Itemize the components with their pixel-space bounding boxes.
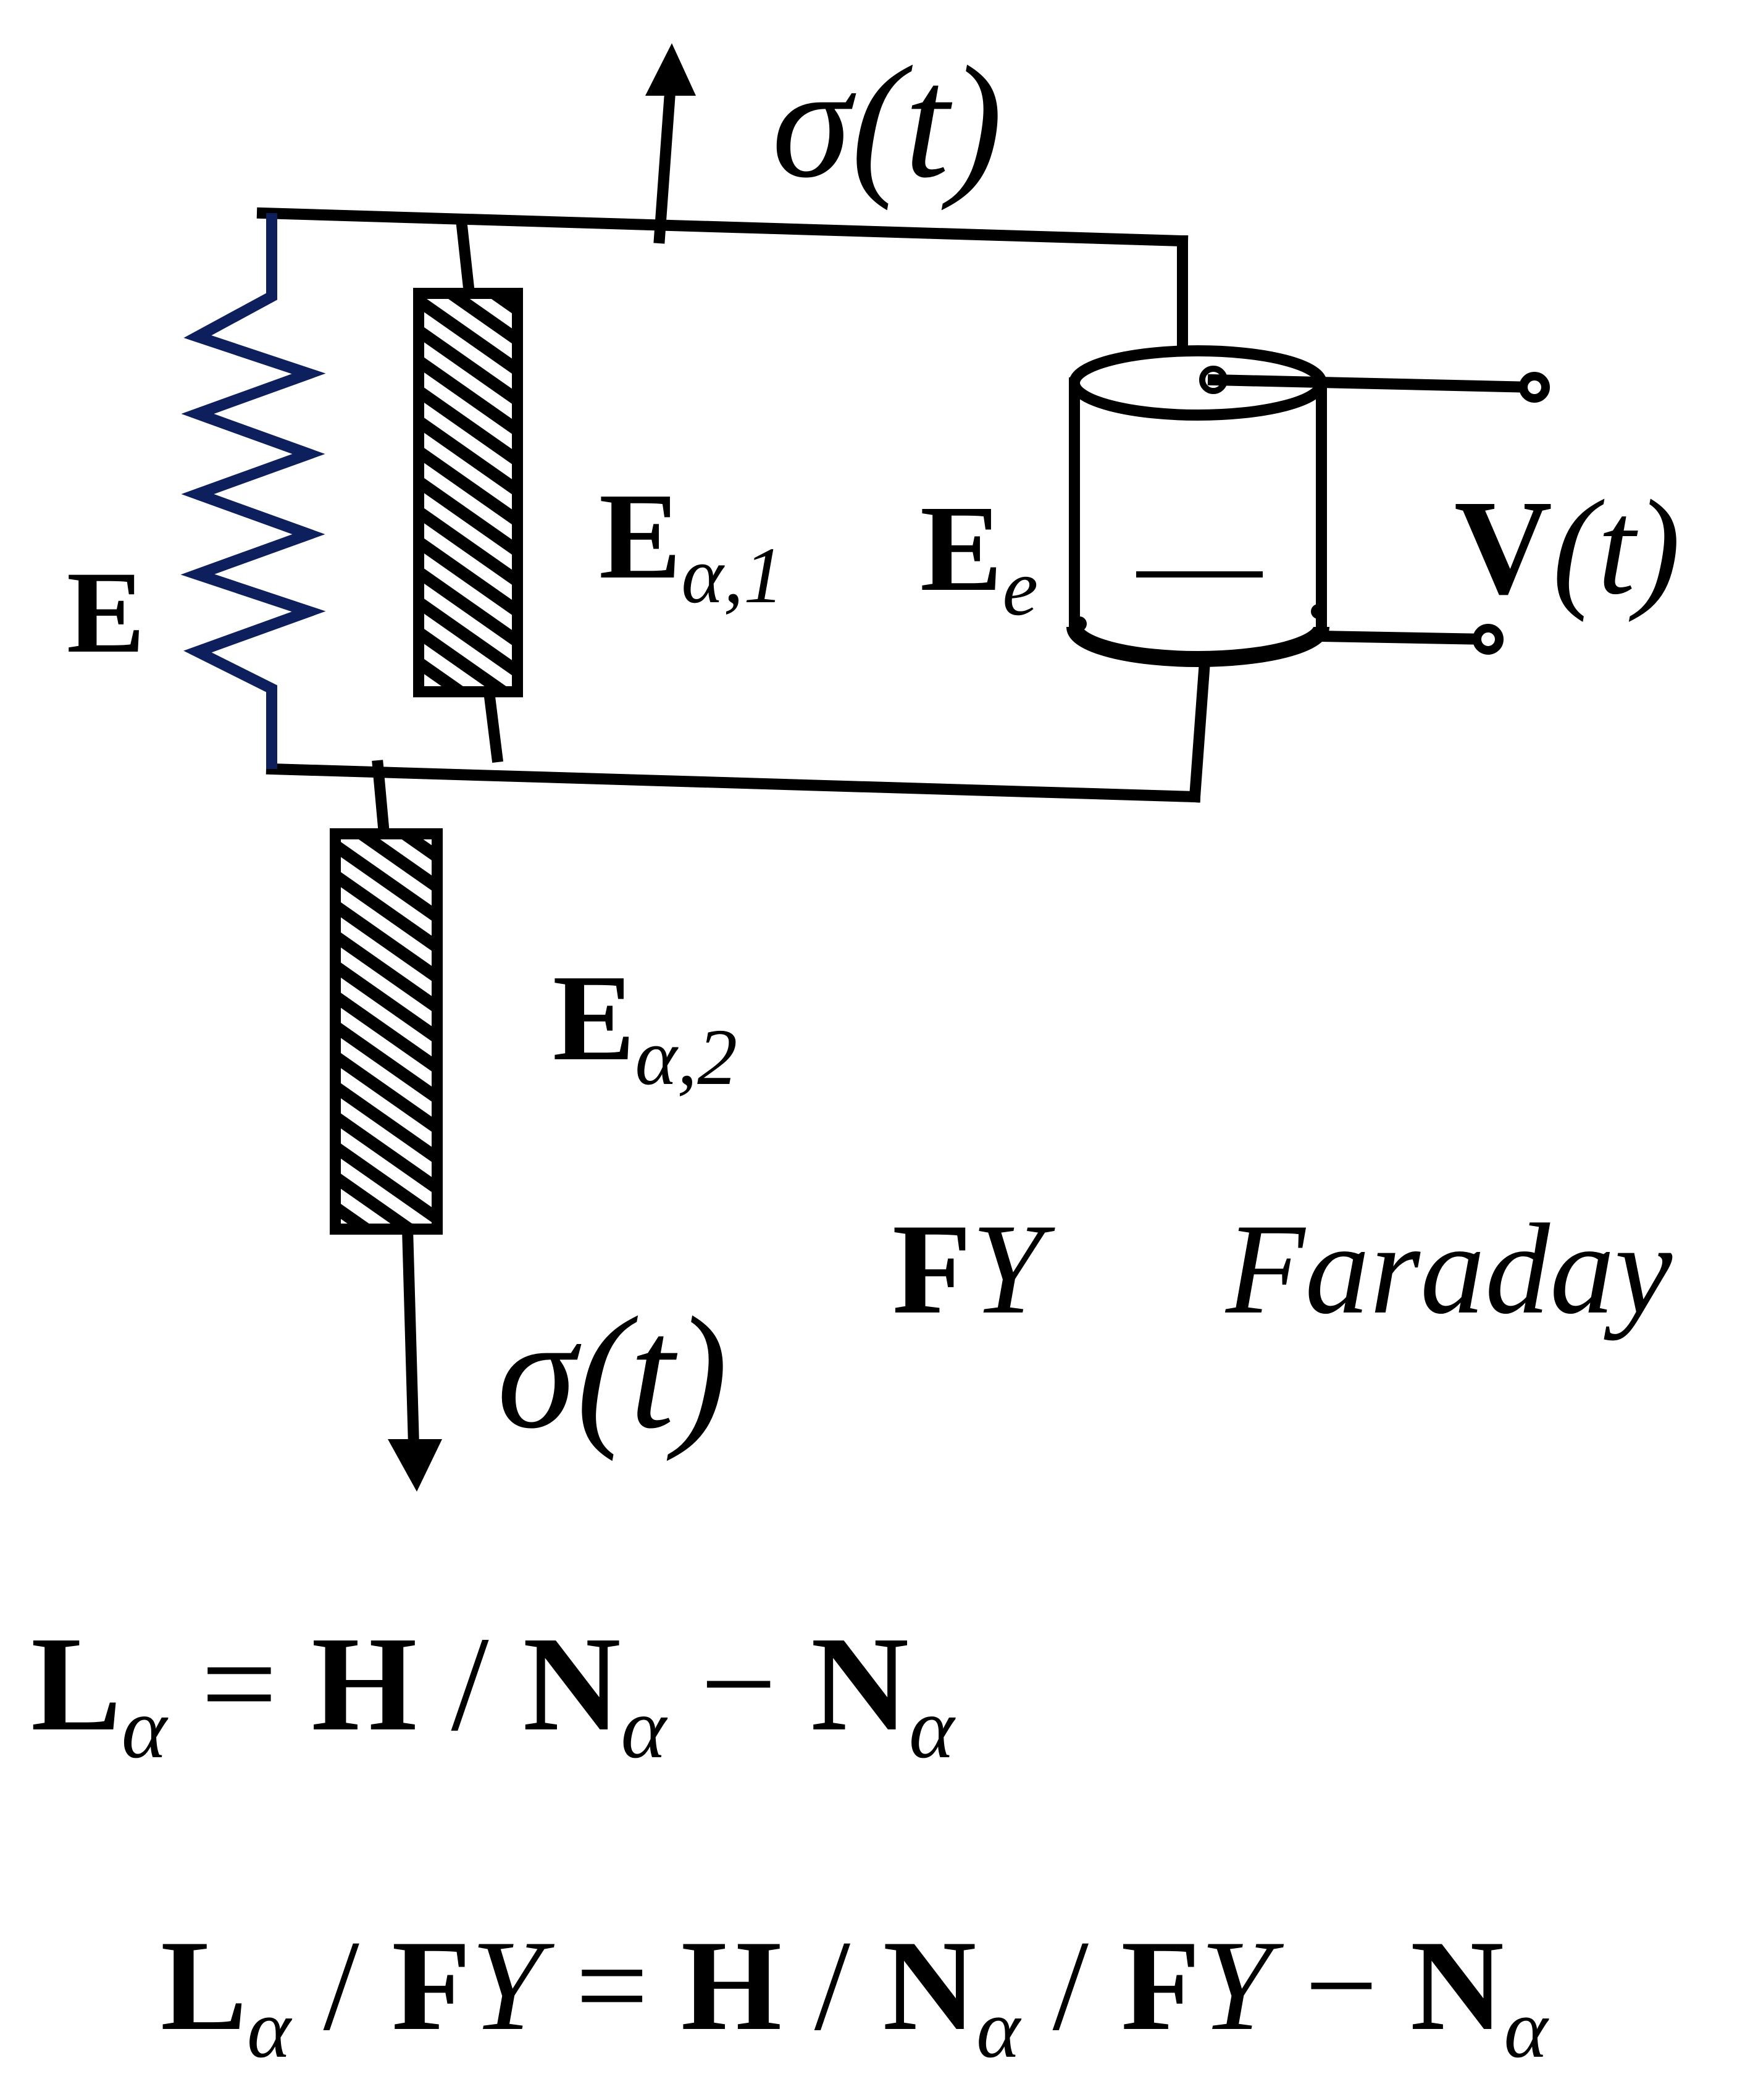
eq1-N1-sub: α — [621, 1681, 667, 1776]
eq2-Y1: Y — [471, 1914, 555, 2057]
eq2-L: L — [161, 1914, 247, 2057]
voltage-label-arg: (t) — [1552, 472, 1681, 623]
dashpot2-label-main: E — [553, 950, 635, 1086]
eq2-equals: = — [543, 1914, 680, 2057]
eq2-slash-2: / — [782, 1914, 882, 2057]
equation-1: Lα = H / Nα − Nα — [31, 1608, 956, 1776]
equation-2: Lα / FY = H / Nα / FY − Nα — [161, 1914, 1550, 2075]
bottom-right-rise — [1189, 664, 1210, 803]
sigma-bottom-label: σ(t) — [497, 1284, 728, 1462]
eq2-Y2: Y — [1200, 1914, 1284, 2057]
bottom-rail — [266, 763, 1201, 803]
spring-E-label: E — [67, 548, 145, 678]
eq1-N2: N — [811, 1608, 909, 1759]
eq1-minus: − — [666, 1608, 811, 1759]
dashpot2-label: Eα,2 — [553, 950, 737, 1102]
eq2-F2: F — [1121, 1914, 1200, 2057]
electrochemical-cell — [1066, 345, 1550, 667]
eq1-N2-sub: α — [909, 1681, 956, 1776]
eq2-N1-sub: α — [976, 1983, 1022, 2075]
dashpot-element-2 — [330, 760, 443, 1492]
dashpot2-label-sub: α,2 — [635, 1013, 737, 1102]
eq2-N2: N — [1410, 1914, 1504, 2057]
spring-element — [180, 213, 326, 769]
eq1-equals: = — [167, 1608, 311, 1759]
dashpot1-label: Eα,1 — [599, 468, 784, 620]
eq1-L: L — [31, 1608, 122, 1759]
cell-label-main: E — [920, 481, 1002, 617]
faraday-label: Faraday — [1224, 1198, 1673, 1341]
eq2-H: H — [681, 1914, 782, 2057]
sigma-top-label: σ(t) — [772, 33, 1003, 211]
fy-label: FY — [892, 1198, 1055, 1341]
eq2-minus: − — [1273, 1914, 1410, 2057]
voltage-label-main: V — [1454, 472, 1552, 623]
eq2-N1: N — [883, 1914, 977, 2057]
eq1-H: H — [311, 1608, 417, 1759]
dashpot1-label-sub: α,1 — [681, 531, 784, 620]
stress-arrow-top — [645, 43, 696, 244]
top-rail — [256, 207, 1189, 247]
cell-label-sub: e — [1002, 544, 1038, 632]
dashpot1-label-main: E — [599, 468, 681, 605]
eq2-N2-sub: α — [1504, 1983, 1550, 2075]
eq1-N1: N — [523, 1608, 621, 1759]
fy-label-Y: Y — [971, 1198, 1055, 1341]
fy-label-F: F — [892, 1198, 971, 1341]
eq1-slash: / — [417, 1608, 522, 1759]
eq2-L-sub: α — [247, 1983, 293, 2075]
eq1-L-sub: α — [122, 1681, 169, 1776]
eq2-F1: F — [391, 1914, 471, 2057]
eq2-slash-1: / — [291, 1914, 391, 2057]
voltage-label: V(t) — [1454, 472, 1681, 623]
cell-label: Ee — [920, 481, 1038, 632]
dashpot-element-1 — [413, 219, 523, 763]
eq2-slash-3: / — [1020, 1914, 1121, 2057]
